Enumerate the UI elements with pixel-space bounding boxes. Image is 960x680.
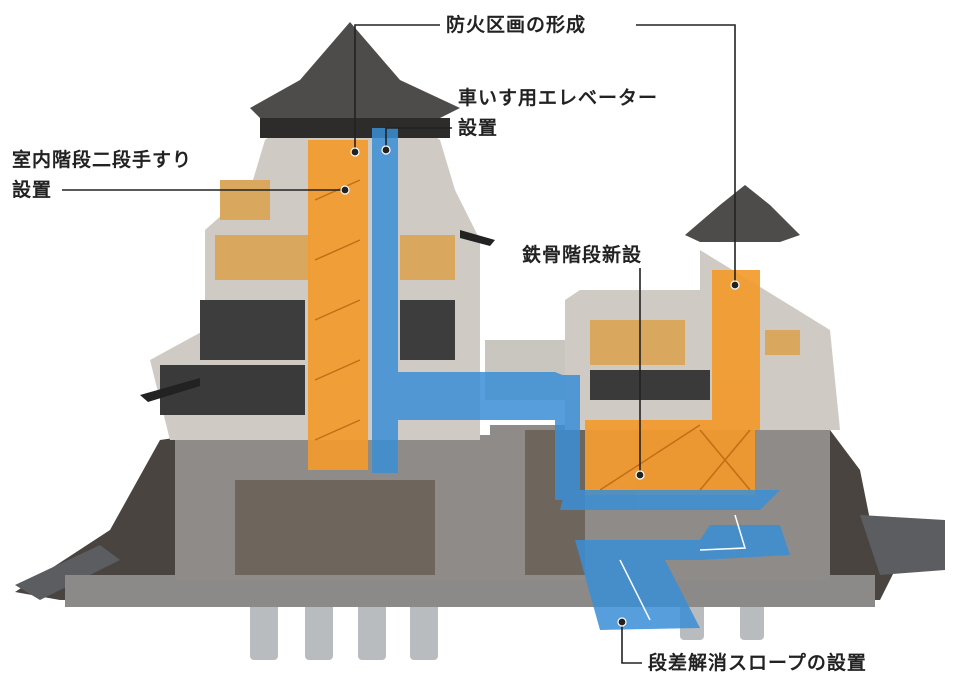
label-slope: 段差解消スロープの設置 bbox=[648, 652, 867, 674]
label-fire-compartment: 防火区画の形成 bbox=[446, 14, 587, 36]
label-elevator-line1: 車いす用エレベーター bbox=[458, 87, 659, 109]
annex-stair-shaft bbox=[712, 270, 760, 430]
label-elevator-line2: 設置 bbox=[458, 117, 499, 139]
main-basement-stone bbox=[235, 480, 435, 575]
leader-dots bbox=[340, 145, 740, 627]
slope-lower bbox=[575, 525, 790, 630]
accessible-corridor bbox=[372, 372, 570, 420]
accessible-routes bbox=[372, 128, 790, 630]
elevator-shaft bbox=[372, 128, 398, 473]
ground-right bbox=[860, 515, 945, 575]
annex-tower bbox=[565, 185, 840, 430]
label-handrail-line1: 室内階段二段手すり bbox=[12, 149, 193, 171]
stone-wall-right bbox=[830, 430, 900, 600]
slope-arrow bbox=[619, 514, 746, 621]
label-steel-stairs: 鉄骨階段新設 bbox=[522, 244, 643, 266]
ground-left bbox=[15, 545, 120, 600]
leader-lines bbox=[62, 24, 736, 664]
foundation-slab bbox=[65, 575, 875, 607]
stair-shafts bbox=[308, 140, 760, 495]
slope-upper bbox=[560, 490, 780, 510]
main-stair-shaft bbox=[308, 140, 368, 470]
label-handrail-line2: 設置 bbox=[12, 179, 53, 201]
